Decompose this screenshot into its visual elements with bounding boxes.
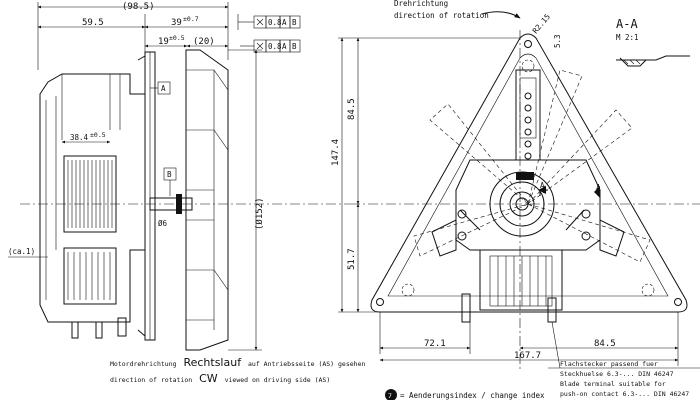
motor-direction-note: Motordrehrichtung Rechtslauf auf Antrieb…	[110, 356, 365, 385]
dim-overall-length: (98.5)	[122, 2, 155, 12]
change-index-label: = Aenderungsindex / change index	[400, 391, 545, 400]
motor-en-word: CW	[199, 372, 218, 385]
dim-72-1: 72.1	[424, 339, 446, 349]
terminal-leader	[551, 321, 561, 369]
dim-38-4: 38.4	[70, 133, 89, 142]
dim-19-tol: ±0.5	[169, 34, 185, 42]
dim-147-4: 147.4	[331, 139, 341, 166]
dim-39: 39	[171, 18, 182, 28]
svg-text:0.8: 0.8	[268, 42, 282, 51]
motor-hub	[431, 69, 625, 323]
fan-impeller-side	[185, 49, 229, 351]
rotation-en: direction of rotation	[394, 11, 489, 20]
front-view: Drehrichtung direction of rotation A-A M…	[331, 0, 700, 370]
motor-housing	[39, 73, 146, 339]
svg-text:Blade terminal suitable for: Blade terminal suitable for	[560, 380, 666, 388]
svg-text:push-on contact 6.3-... DIN 46: push-on contact 6.3-... DIN 46247	[560, 390, 689, 398]
dim-59-5: 59.5	[82, 18, 104, 28]
svg-text:Steckhuelse 6.3-... DIN 46247: Steckhuelse 6.3-... DIN 46247	[560, 370, 674, 378]
dim-39-tol: ±0.7	[183, 15, 199, 23]
rotation-arrow	[481, 11, 521, 19]
dim-20: (20)	[193, 37, 215, 47]
fan-blades-hidden	[413, 69, 651, 263]
change-index-icon	[385, 389, 397, 400]
motor-en-prefix: direction of rotation	[110, 376, 192, 384]
dim-dia6: Ø6	[158, 219, 168, 228]
svg-text:Motordrehrichtung Rechts: Motordrehrichtung Rechtslauf auf Antrieb…	[110, 356, 365, 369]
dim-84-5-horizontal: 84.5	[594, 339, 616, 349]
svg-text:B: B	[292, 42, 297, 51]
rotation-de: Drehrichtung	[394, 0, 448, 8]
mount-hole-right	[674, 298, 682, 306]
svg-text:direction of rotation CW: direction of rotation CW viewed on drivi…	[110, 372, 330, 385]
dim-38-4-tol: ±0.5	[90, 131, 106, 139]
mount-hole-top	[524, 40, 532, 48]
dim-ca1: (ca.1)	[8, 247, 35, 256]
motor-de-suffix: auf Antriebsseite (AS) gesehen	[248, 360, 365, 368]
svg-text:B: B	[292, 18, 297, 27]
svg-text:A: A	[282, 18, 287, 27]
svg-text:0.8: 0.8	[268, 18, 282, 27]
datum-a-label: A	[161, 84, 166, 93]
svg-text:A: A	[282, 42, 287, 51]
side-view: (98.5) 59.5 39 ±0.7 19 ±0.5 (20) 0.8 A B	[8, 2, 350, 351]
dim-19: 19	[158, 37, 169, 47]
tolerance-frame-1: 0.8 A B	[237, 14, 301, 30]
terminal-note: Flachstecker passend fuer Steckhuelse 6.…	[560, 360, 689, 398]
tolerance-frame-2: 0.8 A B	[240, 39, 301, 53]
section-scale: M 2:1	[616, 33, 639, 42]
section-detail	[616, 55, 690, 67]
motor-de-word: Rechtslauf	[183, 356, 242, 369]
motor-de-prefix: Motordrehrichtung	[110, 360, 177, 368]
motor-en-suffix: viewed on driving side (AS)	[225, 376, 331, 384]
svg-text:Flachstecker passend fuer: Flachstecker passend fuer	[560, 360, 658, 368]
dim-5-3: 5.3	[553, 34, 562, 48]
dim-51-7: 51.7	[347, 248, 357, 270]
dim-167-7: 167.7	[514, 351, 541, 361]
mount-hole-left	[376, 298, 384, 306]
change-index-note: 7 = Aenderungsindex / change index	[385, 389, 545, 400]
datum-b-label: B	[167, 170, 172, 179]
svg-text:7: 7	[388, 392, 392, 400]
mounting-plate	[137, 51, 156, 341]
dim-dia152: (Ø152)	[254, 197, 265, 230]
triangle-plate	[370, 33, 688, 313]
section-cut-left: A	[540, 181, 545, 190]
section-title: A-A	[616, 17, 638, 31]
dim-84-5-vertical: 84.5	[347, 98, 357, 120]
dim-r2-15: R2.15	[531, 12, 552, 35]
